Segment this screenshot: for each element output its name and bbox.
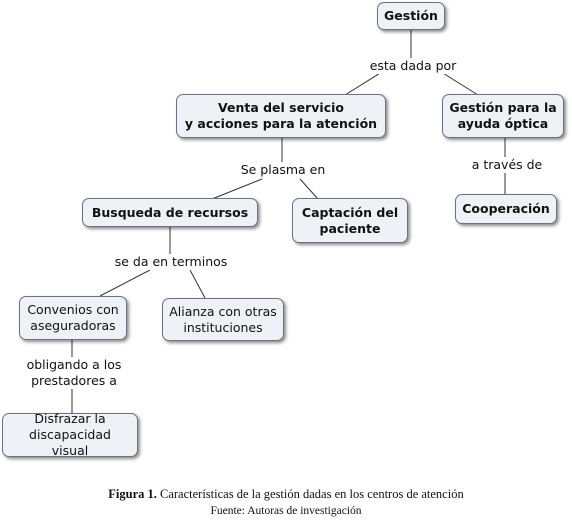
link-se-da-en-terminos: se da en terminos bbox=[106, 254, 236, 270]
connector-esta-dada-por-venta bbox=[344, 69, 386, 96]
figure-label: Figura 1. bbox=[108, 487, 157, 501]
node-gestion-ayuda-optica: Gestión para la ayuda óptica bbox=[442, 94, 564, 138]
connector-lines bbox=[71, 30, 506, 413]
connector-se-plasma-captacion bbox=[299, 178, 319, 200]
node-venta-servicio: Venta del servicio y acciones para la at… bbox=[176, 94, 386, 138]
figure-source: Fuente: Autoras de investigación bbox=[210, 505, 362, 517]
connector-se-plasma-busqueda bbox=[211, 178, 263, 200]
node-captacion-paciente: Captación del paciente bbox=[292, 198, 408, 243]
connector-se-da-convenios bbox=[99, 269, 151, 297]
node-convenios-aseguradoras: Convenios con aseguradoras bbox=[19, 296, 127, 340]
connector-se-da-alianza bbox=[189, 269, 206, 299]
node-gestion: Gestión bbox=[377, 2, 445, 30]
link-obligando-prestadores: obligando a los prestadores a bbox=[18, 357, 130, 389]
figure-caption-text: Características de la gestión dadas en l… bbox=[156, 487, 464, 501]
figure-caption: Figura 1. Características de la gestión … bbox=[0, 486, 572, 502]
node-cooperacion: Cooperación bbox=[455, 194, 557, 224]
node-alianza-instituciones: Alianza con otras instituciones bbox=[162, 298, 284, 341]
concept-map: Gestión Venta del servicio y acciones pa… bbox=[2, 2, 564, 458]
connector-esta-dada-por-gestion-ayuda bbox=[437, 69, 479, 96]
link-a-traves-de: a través de bbox=[461, 157, 553, 173]
link-se-plasma-en: Se plasma en bbox=[232, 162, 334, 178]
node-busqueda-recursos: Busqueda de recursos bbox=[82, 198, 258, 227]
link-esta-dada-por: esta dada por bbox=[364, 58, 462, 74]
node-disfrazar-discapacidad: Disfrazar la discapacidad visual bbox=[2, 411, 138, 458]
